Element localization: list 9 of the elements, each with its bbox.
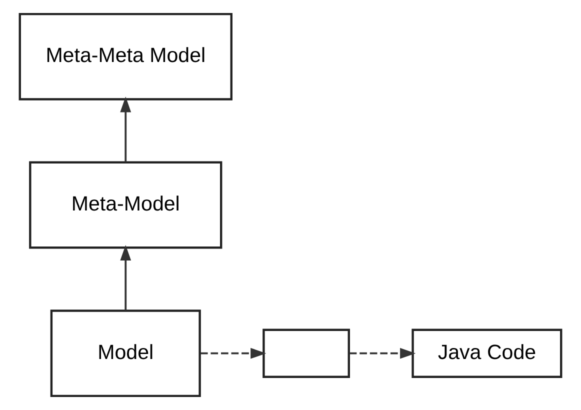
node-box [262,328,350,378]
node-box: Meta-Meta Model [18,12,232,100]
arrow [349,348,416,359]
arrow [200,348,266,359]
arrow [120,244,132,311]
node-box: Meta-Model [29,161,222,249]
arrow [120,96,132,162]
node-box: Java Code [412,328,562,378]
node-box: Model [50,310,201,398]
